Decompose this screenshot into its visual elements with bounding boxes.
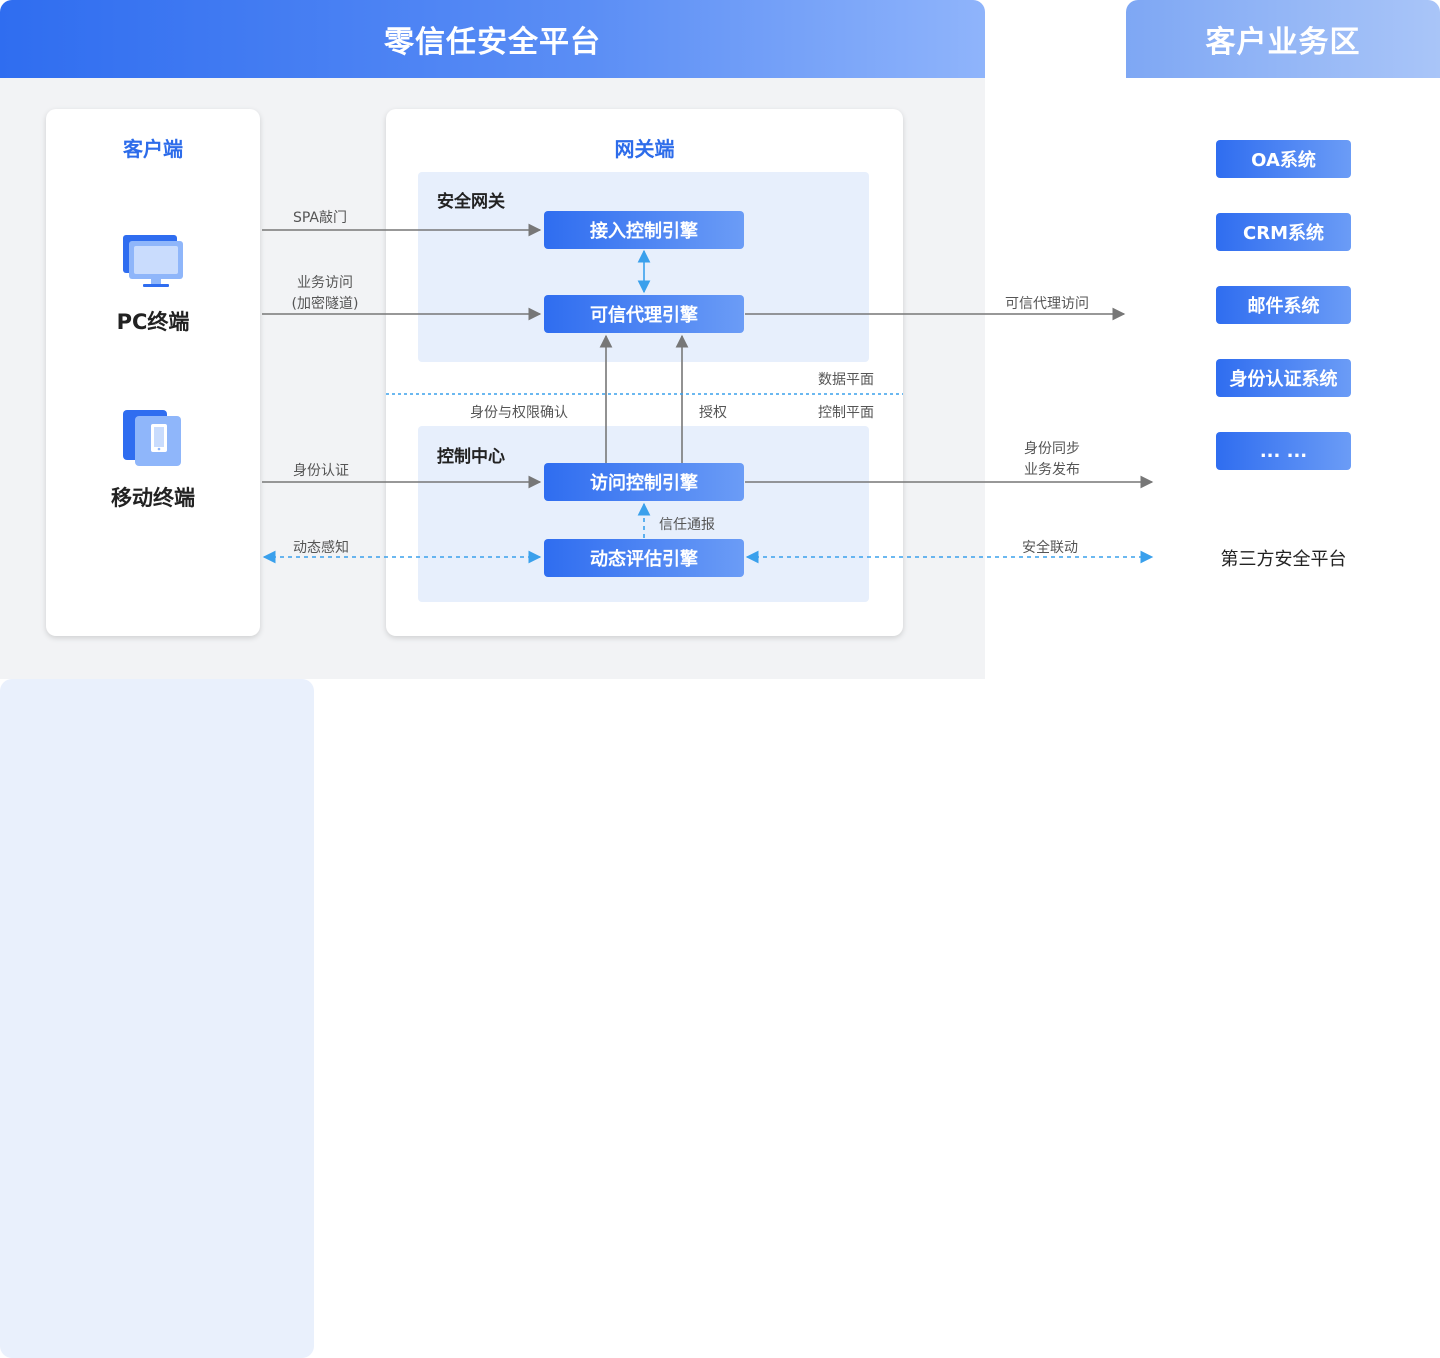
access-control-engine-gateway: 接入控制引擎 [544, 211, 744, 249]
biz-access-sub-label: (加密隧道) [291, 296, 359, 312]
zero-trust-platform-title: 零信任安全平台 [0, 0, 985, 78]
identity-auth-system: 身份认证系统 [1216, 359, 1351, 397]
client-title: 客户端 [123, 137, 183, 161]
security-linkage-label: 安全联动 [1022, 540, 1078, 556]
oa-system: OA系统 [1216, 140, 1351, 178]
mail-system: 邮件系统 [1216, 286, 1351, 324]
spa-label: SPA敲门 [293, 210, 348, 226]
mobile-phone-icon [121, 408, 187, 468]
trust-notify-label: 信任通报 [659, 517, 715, 533]
biz-access-label: 业务访问 [297, 275, 353, 291]
flow-arrows [262, 223, 1154, 564]
identity-sync-label: 身份同步 [1024, 441, 1080, 457]
mobile-terminal-label: 移动终端 [111, 486, 195, 510]
authorize-label: 授权 [699, 405, 727, 421]
trusted-proxy-access-label: 可信代理访问 [1005, 296, 1089, 312]
biz-publish-label: 业务发布 [1024, 462, 1080, 478]
access-control-engine-center: 访问控制引擎 [544, 463, 744, 501]
pc-terminal-label: PC终端 [116, 310, 190, 334]
identity-auth-label: 身份认证 [293, 463, 349, 479]
secure-gateway-title: 安全网关 [437, 192, 505, 212]
identity-confirm-label: 身份与权限确认 [470, 405, 568, 421]
customer-business-zone-title: 客户业务区 [1126, 0, 1440, 78]
client-card: 客户端 PC终端 移动终端 [46, 109, 260, 636]
control-center-title: 控制中心 [437, 447, 505, 467]
third-party-security-platform: 第三方安全平台 [1154, 531, 1413, 584]
crm-system: CRM系统 [1216, 213, 1351, 251]
trusted-proxy-engine: 可信代理引擎 [544, 295, 744, 333]
dynamic-evaluation-engine: 动态评估引擎 [544, 539, 744, 577]
dynamic-sense-label: 动态感知 [293, 540, 349, 556]
control-plane-label: 控制平面 [818, 405, 874, 421]
gateway-title: 网关端 [614, 137, 675, 161]
customer-business-zone-panel [0, 679, 314, 1358]
more-systems: ... ... [1216, 432, 1351, 470]
data-plane-label: 数据平面 [818, 372, 874, 388]
pc-monitor-icon [121, 233, 187, 289]
